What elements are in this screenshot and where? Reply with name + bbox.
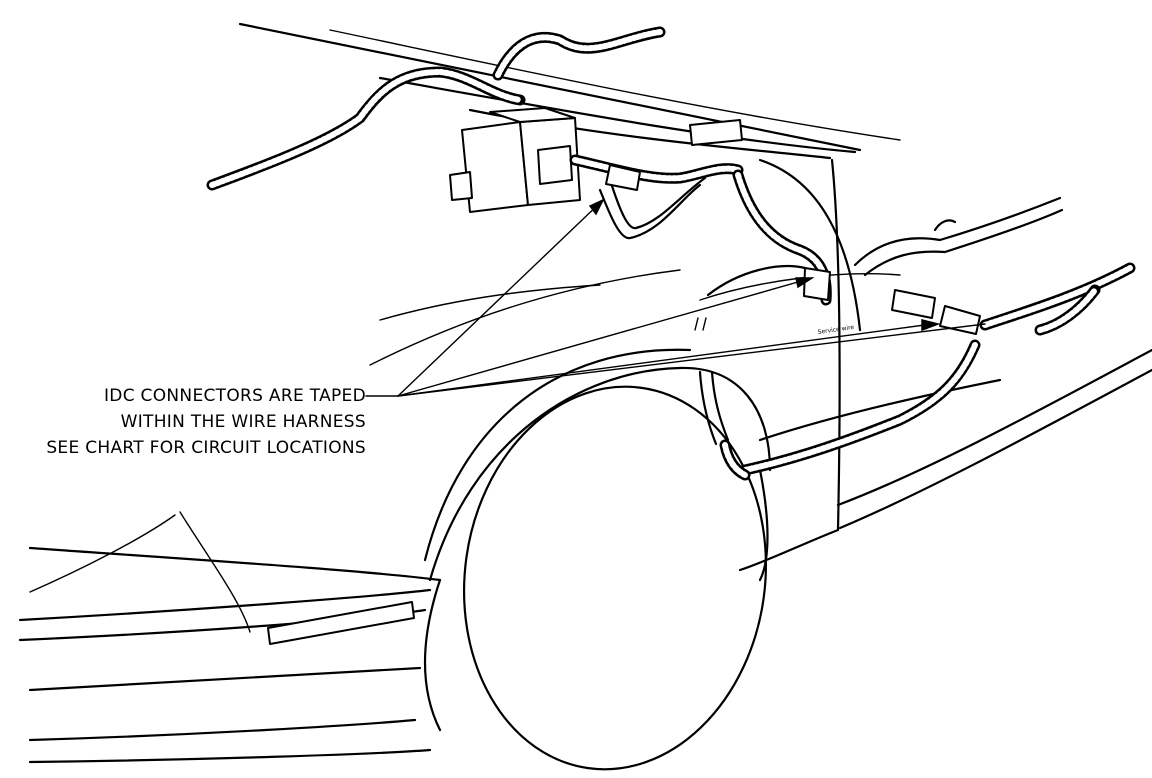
callout-note: IDC CONNECTORS ARE TAPED WITHIN THE WIRE… [0,383,366,461]
leader-arrow [365,198,986,397]
relay-block [449,107,743,213]
cables [598,176,1064,446]
callout-line-3: SEE CHART FOR CIRCUIT LOCATIONS [46,438,366,458]
bumper [18,511,442,764]
idc-connector [605,164,981,335]
callout-line-2: WITHIN THE WIRE HARNESS [120,412,366,432]
wheel [423,348,772,771]
side-marker [267,601,415,645]
wire-harness [206,26,1136,481]
svg-text:Service wire: Service wire [817,324,855,336]
callout-line-1: IDC CONNECTORS ARE TAPED [103,386,366,406]
